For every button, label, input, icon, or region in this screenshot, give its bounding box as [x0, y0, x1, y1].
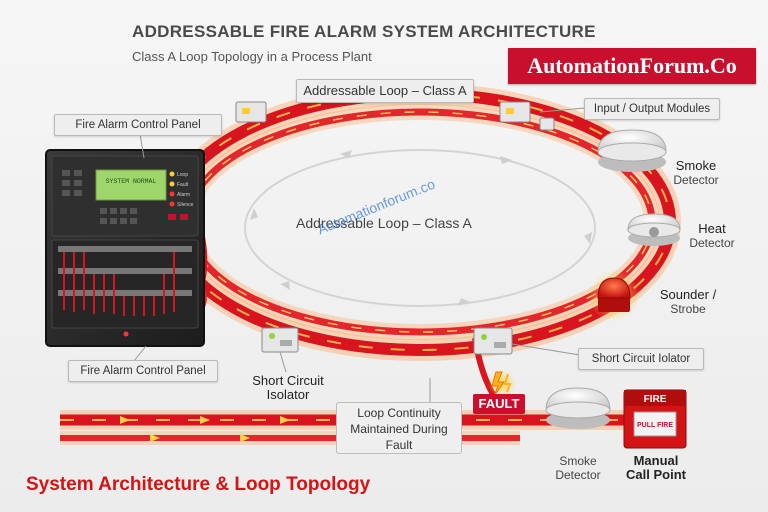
smoke-detector-loop [597, 129, 667, 172]
page-title: ADDRESSABLE FIRE ALARM SYSTEM ARCHITECTU… [132, 22, 596, 41]
heat-detector-label-line1: Heat [698, 221, 726, 236]
fire-alarm-control-panel: SYSTEM NORMAL Loop Fault Alarm Silence [45, 149, 205, 347]
isolator-right-label: Short Circuit Iolator [578, 348, 704, 370]
smoke-detector-feeder-label: Smoke Detector [540, 454, 616, 482]
indicator-1: Fault [177, 182, 189, 188]
heat-detector-label: Heat Detector [676, 221, 748, 251]
panel-label-top: Fire Alarm Control Panel [54, 114, 222, 136]
page-subtitle: Class A Loop Topology in a Process Plant [132, 49, 372, 64]
sounder-strobe-label: Sounder / Strobe [652, 287, 724, 317]
section-heading: System Architecture & Loop Topology [26, 474, 371, 495]
isolator-left-label-line1: Short Circuit [252, 373, 324, 388]
smoke-detector-label-line1: Smoke [675, 158, 717, 173]
loop-direction-ring [244, 149, 596, 307]
panel-wiring [63, 252, 175, 316]
mcp-sign-text: FIRE [644, 394, 667, 405]
io-module-right [499, 101, 531, 123]
smoke-detector-feeder-label-line2: Detector [555, 468, 601, 482]
io-module-left [235, 101, 267, 123]
loop-center-label: Addressable Loop – Class A [296, 215, 472, 231]
loop-continuity-note: Loop Continuity Maintained During Fault [336, 402, 462, 454]
fault-badge: FAULT [473, 394, 525, 414]
smoke-detector-feeder [545, 387, 611, 429]
heat-detector [627, 213, 681, 246]
panel-screen-text: SYSTEM NORMAL [106, 178, 157, 185]
manual-call-point-label: Manual Call Point [614, 454, 698, 482]
loop-top-label: Addressable Loop – Class A [296, 79, 474, 103]
brand-logo: AutomationForum.Co [508, 48, 756, 84]
continuity-line1: Loop Continuity [357, 406, 441, 420]
mcp-pull-text: PULL FIRE [637, 422, 673, 429]
sounder-strobe-label-line1: Sounder / [659, 287, 717, 302]
isolator-left-label: Short Circuit Isolator [242, 374, 334, 402]
panel-keypad [62, 170, 137, 224]
sounder-strobe-label-line2: Strobe [670, 302, 706, 316]
fault-spark-icon [488, 370, 516, 398]
manual-call-point-label-line1: Manual [633, 453, 679, 468]
panel-lcd-screen [95, 169, 167, 201]
smoke-detector-label: Smoke Detector [660, 158, 732, 188]
io-module-small [539, 117, 555, 131]
smoke-detector-label-line2: Detector [673, 173, 719, 187]
loop-direction-arrows [250, 150, 592, 306]
manual-call-point-label-line2: Call Point [626, 467, 686, 482]
io-modules-label: Input / Output Modules [584, 98, 720, 120]
continuity-line3: Fault [385, 438, 413, 452]
indicator-3: Silence [177, 202, 194, 208]
panel-indicators: Loop Fault Alarm Silence [168, 171, 194, 220]
continuity-line2: Maintained During [350, 422, 448, 436]
indicator-2: Alarm [177, 192, 190, 198]
indicator-0: Loop [177, 172, 188, 178]
panel-terminals [58, 246, 192, 296]
smoke-detector-feeder-label-line1: Smoke [559, 454, 597, 468]
manual-call-point: FIRE PULL FIRE [623, 389, 687, 449]
isolator-left-label-line2: Isolator [266, 387, 310, 402]
panel-label-bottom: Fire Alarm Control Panel [68, 360, 218, 382]
isolator-left [261, 327, 299, 353]
heat-detector-label-line2: Detector [689, 236, 735, 250]
sounder-strobe [588, 270, 640, 322]
isolator-right [473, 327, 513, 355]
